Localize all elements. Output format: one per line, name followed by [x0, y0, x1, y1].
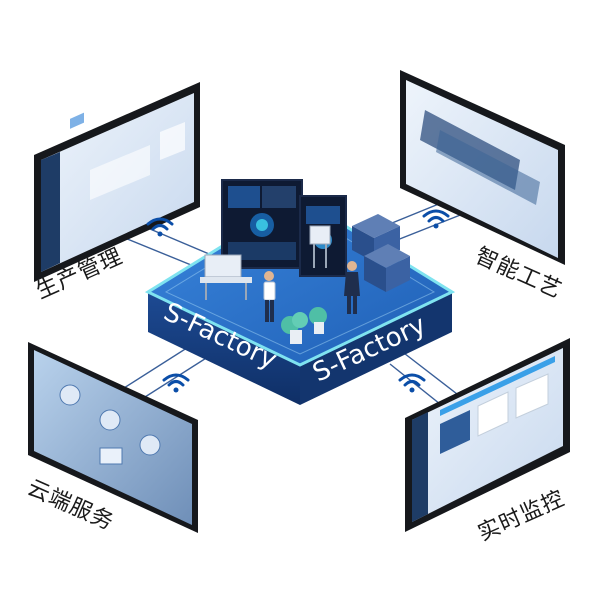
platform-side: [148, 292, 300, 405]
wifi-icon: [398, 373, 426, 393]
platform-side-right: [300, 292, 452, 405]
monitor-process: [400, 70, 565, 265]
wifi-icon: [422, 209, 450, 229]
plants: [281, 307, 327, 344]
person-left: [263, 271, 276, 322]
monitor-realtime: [405, 338, 570, 532]
workstation: [200, 225, 331, 300]
wifi-icon: [146, 217, 174, 237]
wifi-icon: [162, 373, 190, 393]
monitor-production: [34, 82, 200, 282]
person-right: [344, 261, 360, 314]
server-stack: [352, 214, 410, 292]
monitor-cloud: [28, 342, 198, 533]
